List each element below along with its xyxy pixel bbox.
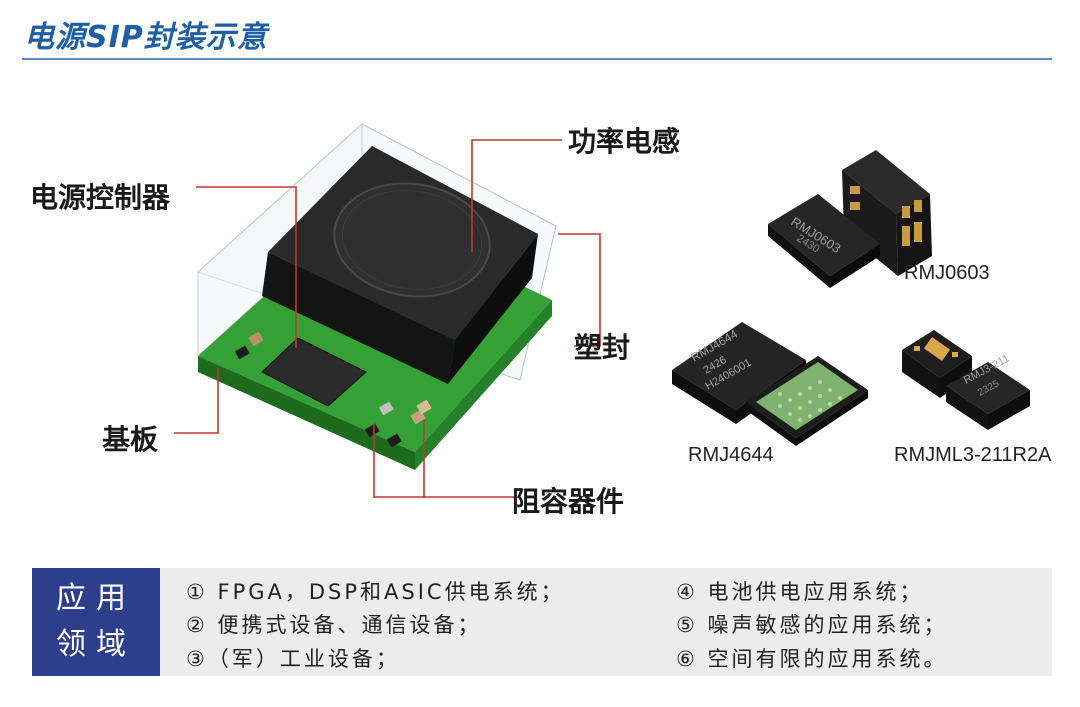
callout-molding: 塑封: [574, 331, 631, 364]
application-item: ① FPGA，DSP和ASIC供电系统；: [186, 580, 565, 604]
application-item: ② 便携式设备、通信设备；: [186, 613, 482, 637]
passive-components: [234, 331, 432, 448]
application-item: ⑥ 空间有限的应用系统。: [676, 647, 948, 671]
application-item: ④ 电池供电应用系统；: [676, 580, 924, 604]
applications-panel: [32, 568, 1052, 676]
power-inductor: [262, 146, 538, 384]
rmj4644-module: RMJ4644 2426 H2406001: [672, 322, 868, 446]
rmjml3-module: RMJ3-211 2325: [902, 330, 1030, 430]
page-title: 电源SIP封装示意: [24, 20, 268, 55]
label-rmj4644: RMJ4644: [688, 444, 774, 466]
application-item: ③（军）工业设备；: [186, 647, 400, 671]
applications-heading: 应用 领域: [32, 568, 160, 676]
callout-substrate: 基板: [102, 423, 159, 456]
rmj0603-module: RMJ0603 2430: [768, 150, 932, 288]
label-rmj0603: RMJ0603: [904, 262, 990, 284]
controller-chip: [261, 337, 367, 407]
application-item: ⑤ 噪声敏感的应用系统；: [676, 613, 948, 637]
sip-diagram: RMJ0603 2430 RMJ4644 2426 H2406001 RMJ3-…: [174, 122, 1030, 498]
callout-power-controller: 电源控制器: [30, 181, 171, 214]
applications-heading-line2: 领域: [56, 627, 136, 662]
callout-power-inductor: 功率电感: [568, 125, 681, 158]
title-divider: [22, 58, 1052, 60]
callout-passives: 阻容器件: [512, 485, 625, 518]
callout-lines: [174, 139, 601, 498]
label-rmjml3: RMJML3-211R2A: [894, 444, 1052, 466]
applications-heading-line1: 应用: [56, 581, 136, 616]
